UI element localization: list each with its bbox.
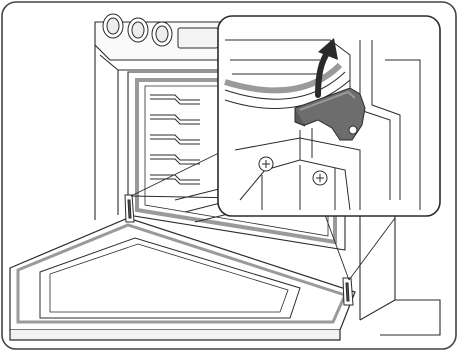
zoom-callout-panel: [218, 16, 440, 216]
oven-knob-icon: [152, 22, 172, 46]
oven-knob-icon: [103, 14, 123, 38]
left-hinge-icon: [125, 195, 134, 222]
screw-icon: [313, 171, 327, 185]
control-display: [178, 28, 218, 48]
oven-knob-icon: [128, 18, 148, 42]
screw-icon: [259, 157, 273, 171]
right-hinge-icon: [343, 278, 353, 305]
